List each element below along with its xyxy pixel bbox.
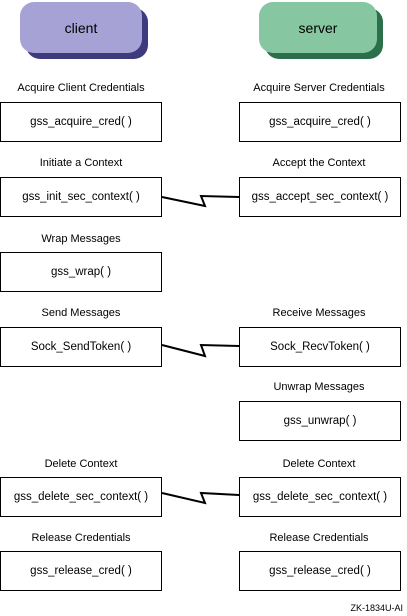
server-header: server [259, 2, 383, 59]
server-step-label: Accept the Context [272, 157, 366, 169]
client-call-box: gss_init_sec_context( ) [0, 177, 162, 217]
client-call-box: gss_release_cred( ) [0, 551, 162, 591]
server-step-label: Receive Messages [272, 307, 366, 319]
client-step-label: Delete Context [44, 458, 118, 470]
server-step-label: Release Credentials [269, 532, 369, 544]
server-step-label: Acquire Server Credentials [253, 82, 385, 94]
token-link-connector [161, 343, 240, 358]
client-step-label: Release Credentials [31, 532, 131, 544]
server-call-box: gss_unwrap( ) [239, 401, 401, 441]
client-call-box: gss_wrap( ) [0, 252, 162, 292]
context-link-connector [161, 194, 240, 208]
figure-id: ZK-1834U-AI [350, 603, 403, 613]
server-step-label: Delete Context [282, 458, 356, 470]
server-header-label: server [259, 2, 377, 53]
server-call-box: gss_delete_sec_context( ) [239, 477, 401, 517]
client-step-label: Send Messages [41, 307, 121, 319]
delete-link-connector [161, 491, 240, 505]
client-call-box: gss_acquire_cred( ) [0, 102, 162, 142]
client-header: client [20, 2, 148, 59]
server-call-box: gss_accept_sec_context( ) [239, 177, 401, 217]
client-call-box: Sock_SendToken( ) [0, 327, 162, 367]
client-call-box: gss_delete_sec_context( ) [0, 477, 162, 517]
server-call-box: Sock_RecvToken( ) [239, 327, 401, 367]
client-step-label: Acquire Client Credentials [17, 82, 145, 94]
server-step-label: Unwrap Messages [273, 381, 365, 393]
server-call-box: gss_release_cred( ) [239, 551, 401, 591]
server-call-box: gss_acquire_cred( ) [239, 102, 401, 142]
client-step-label: Wrap Messages [41, 233, 121, 245]
client-header-label: client [20, 2, 142, 53]
client-step-label: Initiate a Context [39, 157, 123, 169]
